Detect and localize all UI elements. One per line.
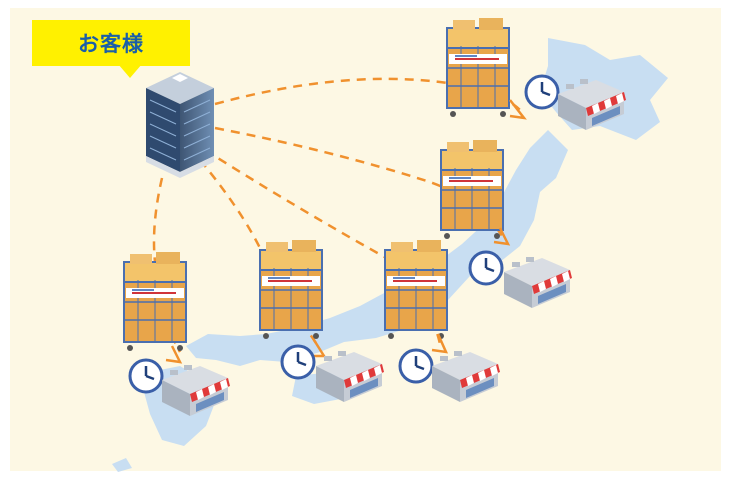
cage-cart-chubu — [384, 239, 448, 340]
clock-icon — [280, 344, 316, 380]
clock-icon — [468, 250, 504, 286]
customer-label: お客様 — [32, 20, 190, 66]
cage-cart-hokkaido — [446, 17, 510, 118]
cage-cart-tohoku — [440, 139, 504, 240]
clock-icon — [398, 348, 434, 384]
customer-building — [146, 72, 214, 178]
clock-icon — [524, 74, 560, 110]
store-tohoku — [504, 257, 572, 308]
customer-label-text: お客様 — [78, 32, 144, 56]
customer-label-pointer — [118, 64, 142, 78]
cage-cart-kinki — [259, 239, 323, 340]
store-chubu — [432, 351, 500, 402]
clock-icon — [128, 358, 164, 394]
cage-cart-kyushu — [123, 251, 187, 352]
